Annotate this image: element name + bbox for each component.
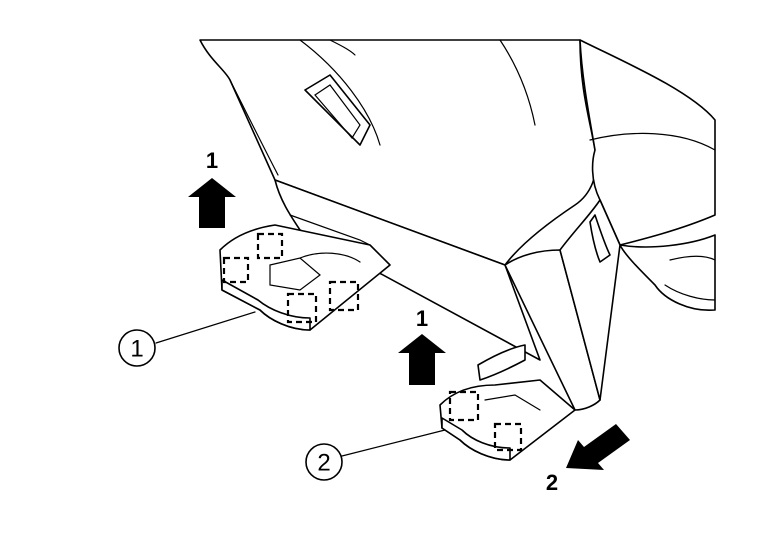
callout-1-number: 1 [130, 336, 143, 363]
up-arrow-upper-label: 1 [206, 148, 218, 173]
diagonal-arrow-label: 2 [546, 470, 558, 495]
cover-clip-left [219, 214, 391, 331]
diagonal-arrow: 2 [546, 424, 630, 495]
diagonal-arrow-shape [566, 424, 630, 470]
up-arrow-upper: 1 [188, 148, 236, 228]
seat-back [199, 39, 598, 266]
up-arrow-lower-label: 1 [416, 306, 428, 331]
up-arrow-upper-shape [188, 178, 236, 228]
cover-clip-right [439, 344, 576, 461]
seat-cushion [579, 39, 716, 311]
seat-back-lower-panel [274, 179, 621, 411]
callout-1: 1 [118, 311, 256, 367]
up-arrow-lower: 1 [398, 306, 446, 385]
callout-1-circle [118, 329, 156, 367]
callout-1-leader [155, 311, 256, 344]
callout-2-number: 2 [317, 450, 330, 477]
up-arrow-lower-shape [398, 334, 446, 385]
callout-2-circle [305, 443, 343, 481]
callout-2: 2 [305, 429, 446, 481]
callout-2-leader [341, 429, 446, 457]
